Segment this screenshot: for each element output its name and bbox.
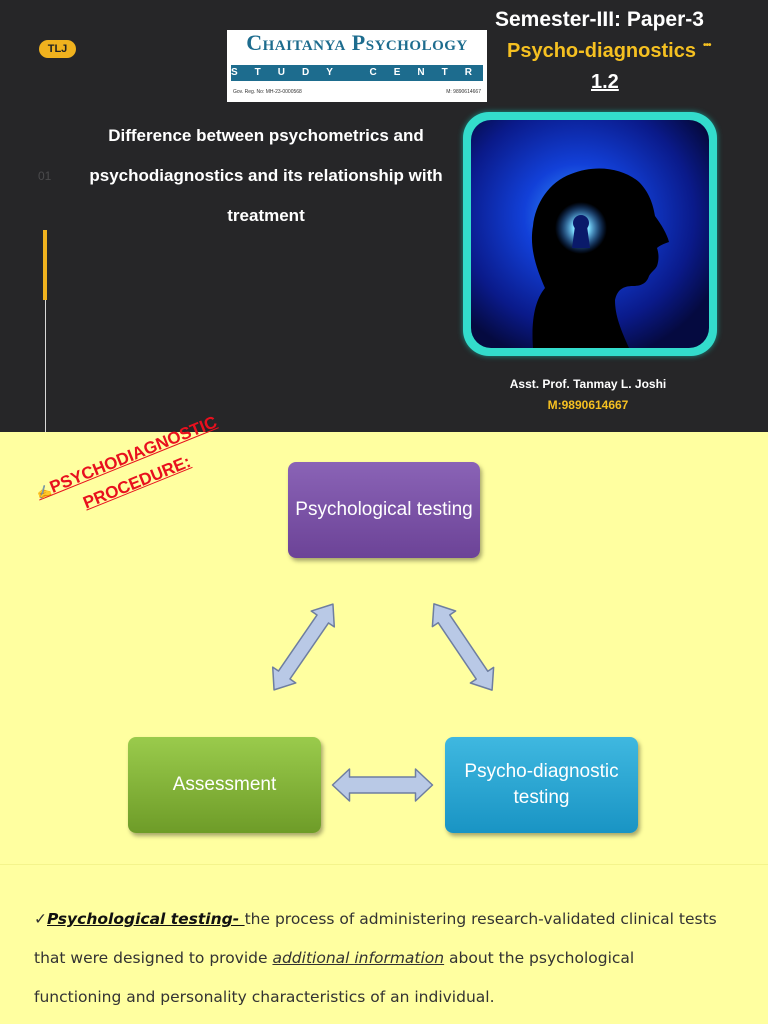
subject-label: Psycho-diagnostics — [507, 40, 696, 62]
cycle-arrows — [271, 603, 495, 802]
assessment-box: Assessment — [128, 737, 321, 833]
psychological-testing-box: Psychological testing — [288, 462, 480, 558]
accent-line-highlight — [43, 230, 47, 300]
double-arrow-horizontal — [331, 768, 434, 802]
accent-line — [45, 230, 46, 432]
logo-registration: Gov. Reg. No: MH-23-0000568 — [233, 89, 302, 95]
definition-term: Psychological testing- — [47, 910, 245, 928]
slide-number: 01 — [38, 169, 52, 183]
author-mobile: M:9890614667 — [547, 398, 629, 412]
definition-emphasis: additional information — [272, 949, 445, 967]
tlj-badge: TLJ — [39, 40, 76, 58]
keyhole-head-silhouette-icon — [463, 112, 717, 356]
author-name: Asst. Prof. Tanmay L. Joshi — [509, 377, 667, 391]
logo-band: STUDY CENTRE — [231, 65, 483, 81]
double-arrow-right — [431, 603, 495, 691]
subject-dots: ••• — [703, 40, 711, 51]
definition-text-1: the process of administering research-va… — [34, 910, 717, 967]
logo-name: Chaitanya Psychology — [246, 30, 468, 55]
definition-text-2: about the psychological functioning and … — [34, 949, 635, 1006]
title-slide: TLJ Chaitanya Psychology STUDY CENTRE Go… — [0, 0, 768, 432]
check-icon: ✓ — [34, 910, 47, 928]
double-arrow-left — [271, 603, 336, 691]
study-centre-logo: Chaitanya Psychology STUDY CENTRE Gov. R… — [227, 30, 487, 102]
definition-slide — [0, 864, 768, 1024]
definition-paragraph: ✓Psychological testing- the process of a… — [34, 900, 724, 1017]
semester-label: Semester-III: Paper-3 — [495, 8, 704, 31]
logo-mobile: M: 9890614667 — [446, 89, 481, 95]
lecture-number: 1.2 — [591, 71, 619, 93]
psycho-diagnostic-testing-box: Psycho-diagnostic testing — [445, 737, 638, 833]
slide-title: Difference between psychometrics and psy… — [89, 126, 443, 225]
